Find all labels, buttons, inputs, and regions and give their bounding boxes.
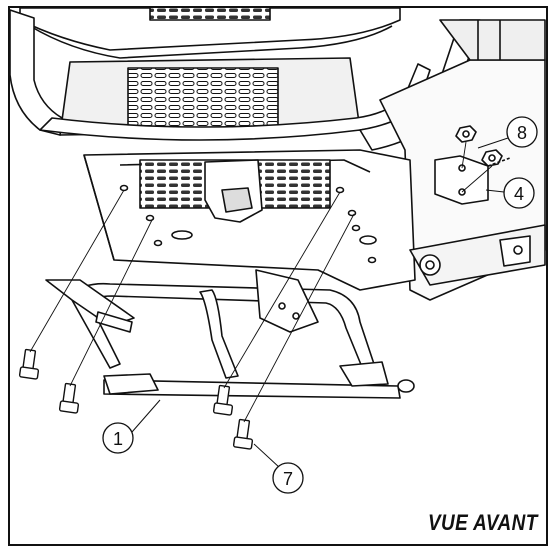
front-bumper-tube	[39, 63, 431, 141]
callout-7: 7	[272, 462, 304, 494]
flange-nut-lower	[481, 149, 503, 167]
front-grille	[127, 67, 279, 129]
callout-number-4: 4	[514, 184, 524, 204]
mounting-bracket	[434, 155, 489, 205]
flange-nut-upper	[455, 125, 477, 143]
assembly-guide-lines	[29, 141, 493, 423]
callout-4: 4	[503, 177, 535, 209]
callout-number-8: 8	[517, 123, 527, 143]
bolt-left-2	[58, 382, 80, 414]
callout-8: 8	[506, 116, 538, 148]
bolt-right	[232, 418, 254, 450]
upper-tube	[19, 7, 401, 51]
right-mounting-plate	[255, 269, 319, 333]
mounting-holes	[119, 184, 377, 264]
callout-number-1: 1	[113, 429, 123, 449]
callout-number-7: 7	[283, 469, 293, 489]
bolt-center	[212, 384, 234, 416]
view-label: VUE AVANT	[428, 510, 538, 535]
bolt-left-1	[18, 348, 40, 380]
bolts	[18, 348, 254, 450]
left-side-tube	[9, 9, 63, 136]
skid-guard-tube	[45, 269, 415, 399]
leader-lines	[131, 137, 509, 469]
vehicle-body	[9, 7, 546, 301]
callout-1: 1	[102, 422, 134, 454]
